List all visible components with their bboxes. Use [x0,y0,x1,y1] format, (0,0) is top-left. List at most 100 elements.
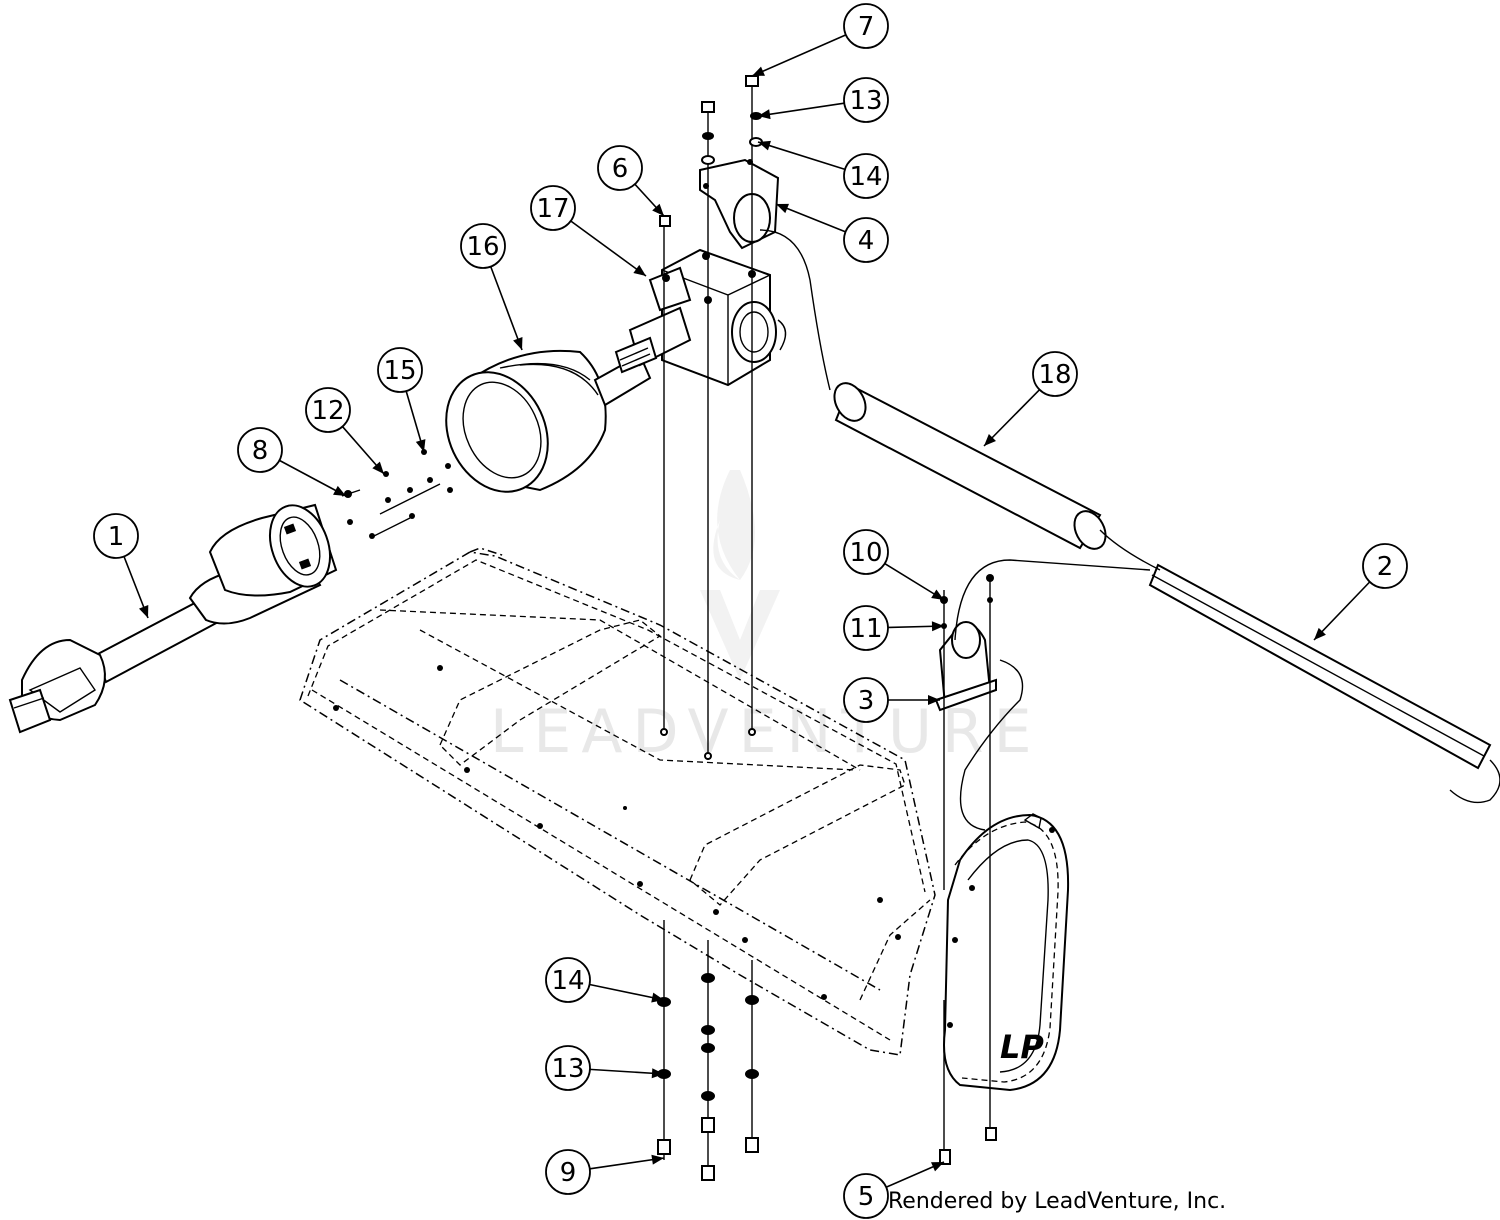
hex-shaft-2 [1148,563,1492,770]
gearbox [614,248,777,387]
callout-9: 9 [545,1149,665,1195]
callout-circle [305,387,351,433]
callout-15: 15 [377,347,426,453]
callout-circle [1032,351,1078,397]
callout-arrowhead [138,605,149,618]
callout-1: 1 [93,513,149,619]
callout-8: 8 [237,427,347,497]
callout-number: 16 [466,232,499,262]
callout-circle [843,3,889,49]
pto-shield [445,349,652,493]
callout-circle [237,427,283,473]
fasteners [657,75,997,1181]
callout-6: 6 [597,145,665,217]
callout-number: 4 [858,226,875,256]
callout-13: 13 [545,1045,665,1091]
callout-leader [570,220,647,277]
callout-2: 2 [1313,543,1408,641]
callout-arrowhead [931,1162,944,1172]
callout-number: 12 [311,396,344,426]
callout-14: 14 [545,957,665,1003]
callout-arrowhead [651,1068,664,1079]
callout-labels: 7 13 14 4 6 17 16 15 12 8 1 18 2 10 11 3 14 13 9 5 [93,3,1408,1219]
callout-circle [545,957,591,1003]
callout-arrowhead [513,337,523,350]
callout-17: 17 [530,185,647,277]
callout-circle [597,145,643,191]
callout-number: 5 [858,1182,875,1212]
callout-circle [843,529,889,575]
mount-bracket-3 [934,621,997,712]
callout-number: 14 [551,966,584,996]
callout-leader [279,459,347,497]
callout-circle [843,217,889,263]
callout-circle [843,677,889,723]
callout-leader [489,266,523,351]
callout-circle [545,1045,591,1091]
callout-number: 13 [849,86,882,116]
callout-arrowhead [651,992,664,1003]
callout-leader [757,102,845,117]
callout-arrowhead [652,203,664,216]
callout-circle [843,1173,889,1219]
callout-11: 11 [843,605,945,651]
callout-number: 8 [252,436,269,466]
callout-number: 11 [849,614,882,644]
callout-number: 1 [108,522,125,552]
callout-number: 10 [849,538,882,568]
callout-7: 7 [751,3,889,77]
callout-circle [377,347,423,393]
callout-circle [843,77,889,123]
mount-bracket-4 [699,158,780,250]
callout-arrowhead [928,695,940,705]
callout-leader [589,983,665,1001]
callout-10: 10 [843,529,945,601]
callout-12: 12 [305,387,385,475]
assembly-lines [759,229,1500,831]
callout-circle [545,1149,591,1195]
callout-number: 2 [1377,552,1394,582]
callout-number: 15 [383,356,416,386]
callout-leader [589,1068,665,1075]
callout-arrowhead [931,621,944,632]
watermark-text: LEADVENTURE [490,697,1042,767]
callout-arrowhead [776,203,789,214]
callout-circle [843,605,889,651]
callout-number: 18 [1038,360,1071,390]
callout-arrowhead [758,140,771,151]
callout-arrowhead [752,66,765,76]
callout-arrowhead [372,461,384,474]
cover-logo: LP [1000,1028,1044,1066]
callout-18: 18 [983,351,1078,447]
callout-4: 4 [775,203,889,263]
callout-3: 3 [843,677,940,723]
mower-deck-phantom [299,547,936,1056]
callout-16: 16 [460,223,523,351]
callout-arrowhead [1314,627,1326,640]
callout-circle [460,223,506,269]
callout-number: 13 [551,1054,584,1084]
callout-arrowhead [333,485,346,496]
callout-leader [751,34,847,77]
fastener-axes [663,80,991,1180]
callout-leader [757,141,846,171]
callout-arrowhead [984,433,996,446]
callout-number: 17 [536,194,569,224]
callout-number: 3 [858,686,875,716]
callout-arrowhead [633,264,646,276]
callout-arrowhead [758,109,771,120]
drive-tube-18 [833,382,1107,550]
drive-cover: LP [943,813,1070,1092]
callout-5: 5 [843,1161,945,1219]
pto-driveline [8,503,338,734]
callout-leader [983,389,1041,447]
shield-hardware [341,449,453,539]
callout-number: 14 [849,162,882,192]
callout-leader [775,203,846,233]
callout-14: 14 [757,140,889,199]
callout-circle [93,513,139,559]
callout-number: 6 [612,154,629,184]
callout-arrowhead [931,589,944,600]
